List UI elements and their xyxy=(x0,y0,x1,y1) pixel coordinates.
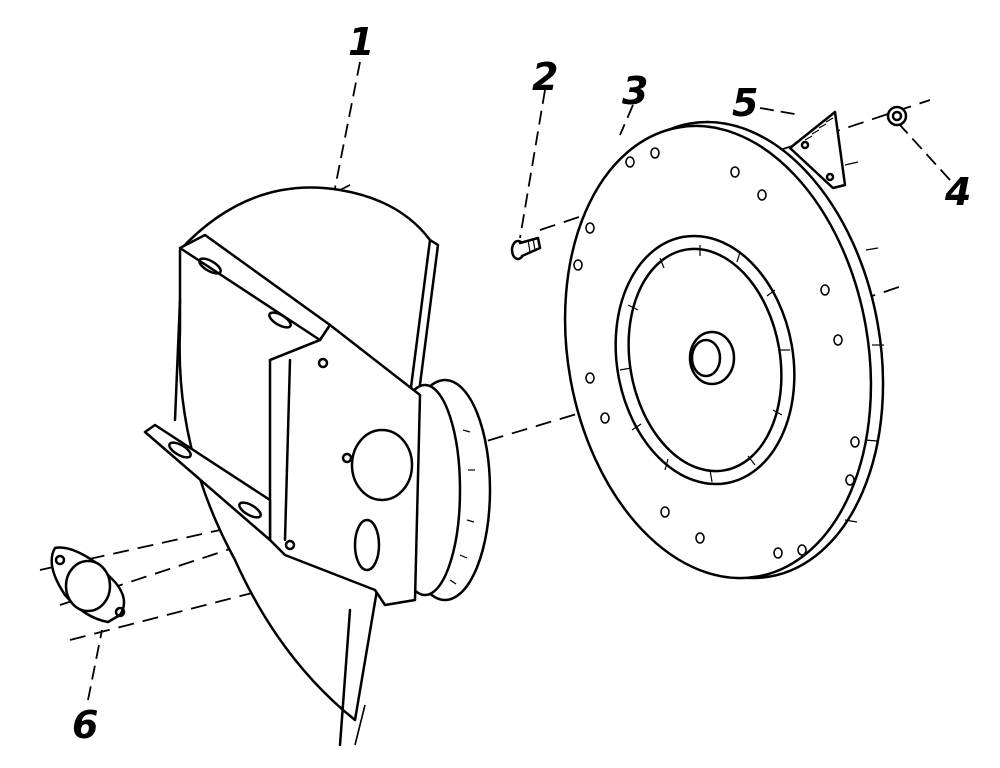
callout-6: 6 xyxy=(72,703,98,747)
part-6-gasket xyxy=(50,546,126,624)
part-4-nut xyxy=(886,105,908,127)
part-3-flex-plate xyxy=(563,120,885,580)
part-5-lock-plate xyxy=(788,110,847,190)
callout-numbers: 1 2 3 4 5 6 xyxy=(72,20,971,747)
callout-2: 2 xyxy=(532,55,558,99)
part-1-housing xyxy=(143,184,492,747)
callout-3: 3 xyxy=(622,69,648,113)
callout-4: 4 xyxy=(944,170,971,214)
leader-lines xyxy=(87,61,951,701)
callout-5: 5 xyxy=(732,81,758,125)
part-2-bolt xyxy=(510,236,542,261)
callout-1: 1 xyxy=(348,20,374,64)
